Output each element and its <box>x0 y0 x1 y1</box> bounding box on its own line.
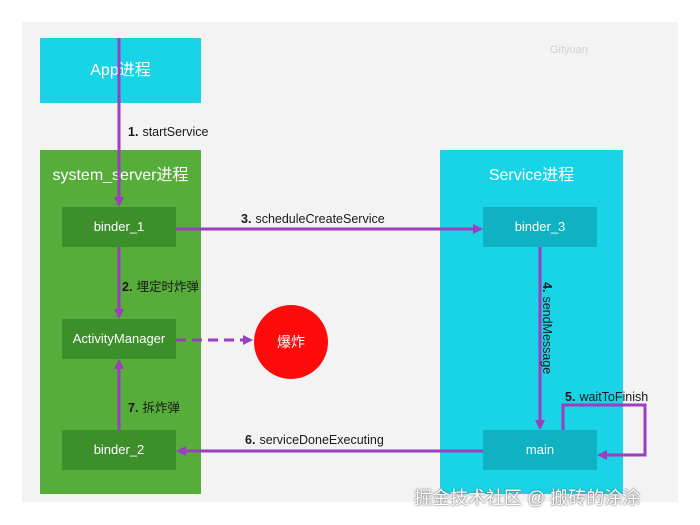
step-5-number: 5. <box>565 390 576 404</box>
step-6-number: 6. <box>245 433 256 447</box>
service-process-title: Service进程 <box>488 167 575 184</box>
step-6-label: 6.serviceDoneExecuting <box>245 433 384 447</box>
activity-manager-node: ActivityManager <box>62 319 176 359</box>
binder-3-node: binder_3 <box>483 207 597 247</box>
step-2-text: 埋定时炸弹 <box>136 280 199 294</box>
step-7-number: 7. <box>128 401 139 415</box>
step-6-text: serviceDoneExecuting <box>259 433 384 447</box>
step-1-label: 1.startService <box>128 125 208 139</box>
step-5-label: 5.waitToFinish <box>565 390 648 404</box>
watermark-large: 掘金技术社区 @ 搬砖的涂涂 <box>414 488 641 508</box>
arrow-step-5 <box>561 403 647 460</box>
step-3-text: scheduleCreateService <box>255 212 385 226</box>
step-1-text: startService <box>142 125 209 139</box>
step-3-number: 3. <box>241 212 252 226</box>
step-4-number: 4. <box>540 282 554 293</box>
main-node: main <box>483 430 597 470</box>
explode-circle: 爆炸 <box>254 305 328 379</box>
step-7-text: 拆炸弹 <box>142 401 180 415</box>
step-2-label: 2.埋定时炸弹 <box>122 276 199 295</box>
step-3-label: 3.scheduleCreateService <box>241 212 385 226</box>
step-4-text: sendMessage <box>540 296 554 375</box>
step-1-number: 1. <box>128 125 139 139</box>
binder-2-node: binder_2 <box>62 430 176 470</box>
watermark-small: Gityuan <box>550 44 588 56</box>
step-2-number: 2. <box>122 280 133 294</box>
step-4-label: 4. sendMessage <box>540 282 554 374</box>
step-7-label: 7.拆炸弹 <box>128 397 180 416</box>
binder-1-node: binder_1 <box>62 207 176 247</box>
step-5-text: waitToFinish <box>579 390 649 404</box>
